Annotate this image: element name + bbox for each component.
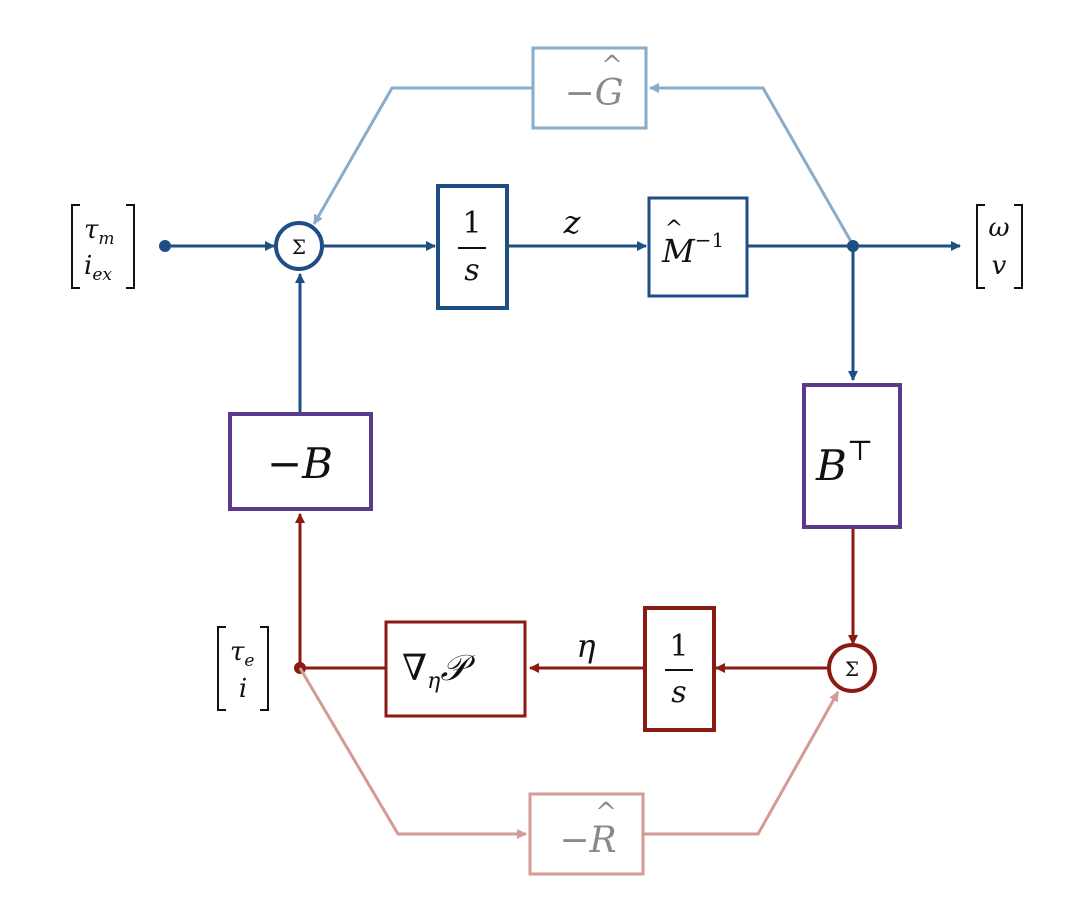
tau-e-symbol: τ	[230, 637, 245, 667]
svg-text:M−1: M−1	[661, 228, 724, 270]
integrator-top-den: s	[464, 253, 479, 288]
block-b-transpose: B⊤	[802, 383, 902, 529]
sum-symbol-bottom: Σ	[845, 657, 859, 681]
tau-m-symbol: τ	[84, 215, 99, 245]
block-neg-b: −B	[228, 412, 373, 511]
integrator-bottom-den: s	[671, 675, 686, 710]
svg-text:B⊤: B⊤	[815, 434, 873, 490]
signal-label-eta: η	[576, 627, 595, 665]
b-transpose-sup: ⊤	[847, 434, 873, 467]
block-neg-r-hat: −R ^	[528, 792, 645, 876]
svg-text:τe: τe	[230, 637, 254, 671]
sum-symbol-top: Σ	[292, 235, 306, 259]
grad-sub: η	[427, 669, 440, 694]
block-grad-p: ∇η𝒫	[384, 620, 527, 718]
svg-text:τm: τm	[84, 215, 115, 249]
input-vector-bottom: τe i	[217, 626, 269, 711]
b-transpose-symbol: B	[815, 441, 847, 490]
svg-text:−B: −B	[267, 439, 333, 488]
lower-path	[294, 513, 858, 674]
block-m-hat-inverse: M−1 ^	[647, 196, 749, 298]
tau-e-sub: e	[244, 651, 254, 671]
block-integrator-top: 1 s	[436, 184, 509, 310]
svg-text:−R: −R	[559, 820, 616, 861]
svg-text:−G: −G	[565, 73, 624, 114]
sum-junction-bottom: Σ	[827, 643, 877, 693]
i-ex-symbol: i	[84, 251, 92, 281]
svg-text:iex: iex	[84, 251, 112, 285]
forward-path	[159, 240, 961, 414]
neg-g-accent: ^	[601, 51, 623, 81]
block-neg-g-hat: −G ^	[531, 46, 648, 130]
i-symbol: i	[239, 674, 247, 704]
output-vector: ω v	[976, 204, 1023, 289]
neg-r-sign: −	[559, 820, 589, 861]
neg-r-symbol: R	[589, 820, 617, 861]
m-hat-symbol: M	[661, 232, 696, 270]
neg-b-sign: −	[267, 439, 302, 488]
r-hat-feedback-path	[298, 667, 840, 839]
g-hat-feedback-path	[312, 83, 855, 246]
m-hat-accent: ^	[665, 217, 683, 242]
integrator-bottom-num: 1	[669, 629, 688, 664]
block-integrator-bottom: 1 s	[643, 606, 716, 732]
neg-g-sign: −	[565, 73, 595, 114]
grad-nabla: ∇	[402, 648, 427, 689]
neg-r-accent: ^	[595, 798, 617, 828]
neg-b-symbol: B	[301, 439, 333, 488]
omega-symbol: ω	[988, 213, 1009, 243]
signal-label-z: z	[563, 203, 582, 241]
integrator-top-num: 1	[462, 206, 481, 241]
i-ex-sub: ex	[92, 265, 112, 285]
input-vector-top: τm iex	[71, 204, 135, 289]
tau-m-sub: m	[98, 229, 114, 249]
neg-g-symbol: G	[595, 73, 624, 114]
sum-junction-top: Σ	[274, 221, 324, 271]
v-symbol: v	[992, 251, 1007, 281]
m-hat-sup: −1	[695, 228, 724, 252]
